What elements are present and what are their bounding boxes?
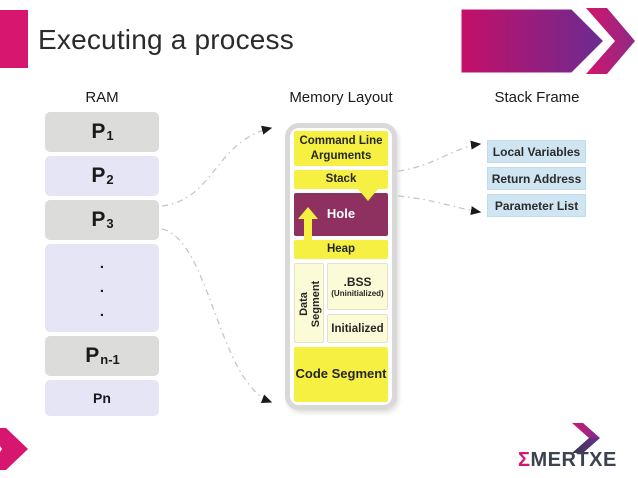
data-segment-region: Data Segment .BSS (Uninitialized) Initia…	[294, 263, 388, 343]
heap-grows-up-arrow-icon	[298, 207, 318, 241]
logo-sigma: Σ	[518, 449, 531, 471]
bss-section: .BSS (Uninitialized)	[327, 263, 388, 310]
stack-frame-header: Stack Frame	[494, 89, 580, 106]
connector-stack-to-local-variables	[397, 140, 482, 172]
ellipsis-dot: .	[99, 279, 105, 297]
process-label: P	[85, 344, 100, 367]
stack-frame-return-address: Return Address	[487, 167, 586, 190]
connector-p3-to-layout-bottom	[161, 228, 273, 404]
command-line-arguments-section: Command Line Arguments	[294, 131, 388, 166]
code-segment-section: Code Segment	[294, 347, 388, 402]
slide-title: Executing a process	[38, 24, 294, 55]
heap-section: Heap	[294, 240, 388, 259]
connector-p3-to-layout-top	[161, 125, 273, 207]
data-segment-label-column: Data Segment	[294, 263, 324, 343]
mertxe-logo-chevron-icon	[572, 423, 600, 453]
connector-stack-to-parameter-list	[397, 195, 482, 216]
stack-frame-local-variables: Local Variables	[487, 140, 586, 163]
process-label: P	[91, 208, 106, 231]
memory-layout-container: Command Line Arguments Stack Hole Heap D…	[285, 123, 397, 410]
stack-frame-parameter-list: Parameter List	[487, 194, 586, 217]
forward-arrow-decoration-icon	[458, 6, 635, 76]
bss-subtitle: (Uninitialized)	[331, 289, 384, 298]
process-subscript: 3	[106, 215, 114, 231]
process-subscript: 2	[106, 171, 114, 187]
bss-title: .BSS	[343, 275, 372, 289]
process-label: P	[91, 164, 106, 187]
process-label: P	[91, 120, 106, 143]
process-subscript: n-1	[100, 351, 120, 367]
process-label: Pn	[93, 390, 111, 406]
stack-grows-down-arrow-icon	[358, 172, 378, 201]
initialized-section: Initialized	[327, 314, 388, 343]
title-accent-bar	[0, 10, 28, 68]
memory-layout-header: Memory Layout	[289, 89, 393, 106]
ram-box-ellipsis: . . .	[45, 244, 159, 332]
process-subscript: 1	[106, 127, 114, 143]
bottom-left-chevron-icon	[0, 428, 28, 470]
logo-name: MERTXE	[530, 449, 617, 471]
data-segment-vertical-label: Data Segment	[298, 280, 323, 328]
ellipsis-dot: .	[99, 303, 105, 321]
ram-column-header: RAM	[85, 89, 119, 106]
mertxe-logo-wordmark: ΣMERTXE	[518, 449, 617, 472]
ram-box-pn: Pn	[45, 380, 159, 416]
ellipsis-dot: .	[99, 255, 105, 273]
